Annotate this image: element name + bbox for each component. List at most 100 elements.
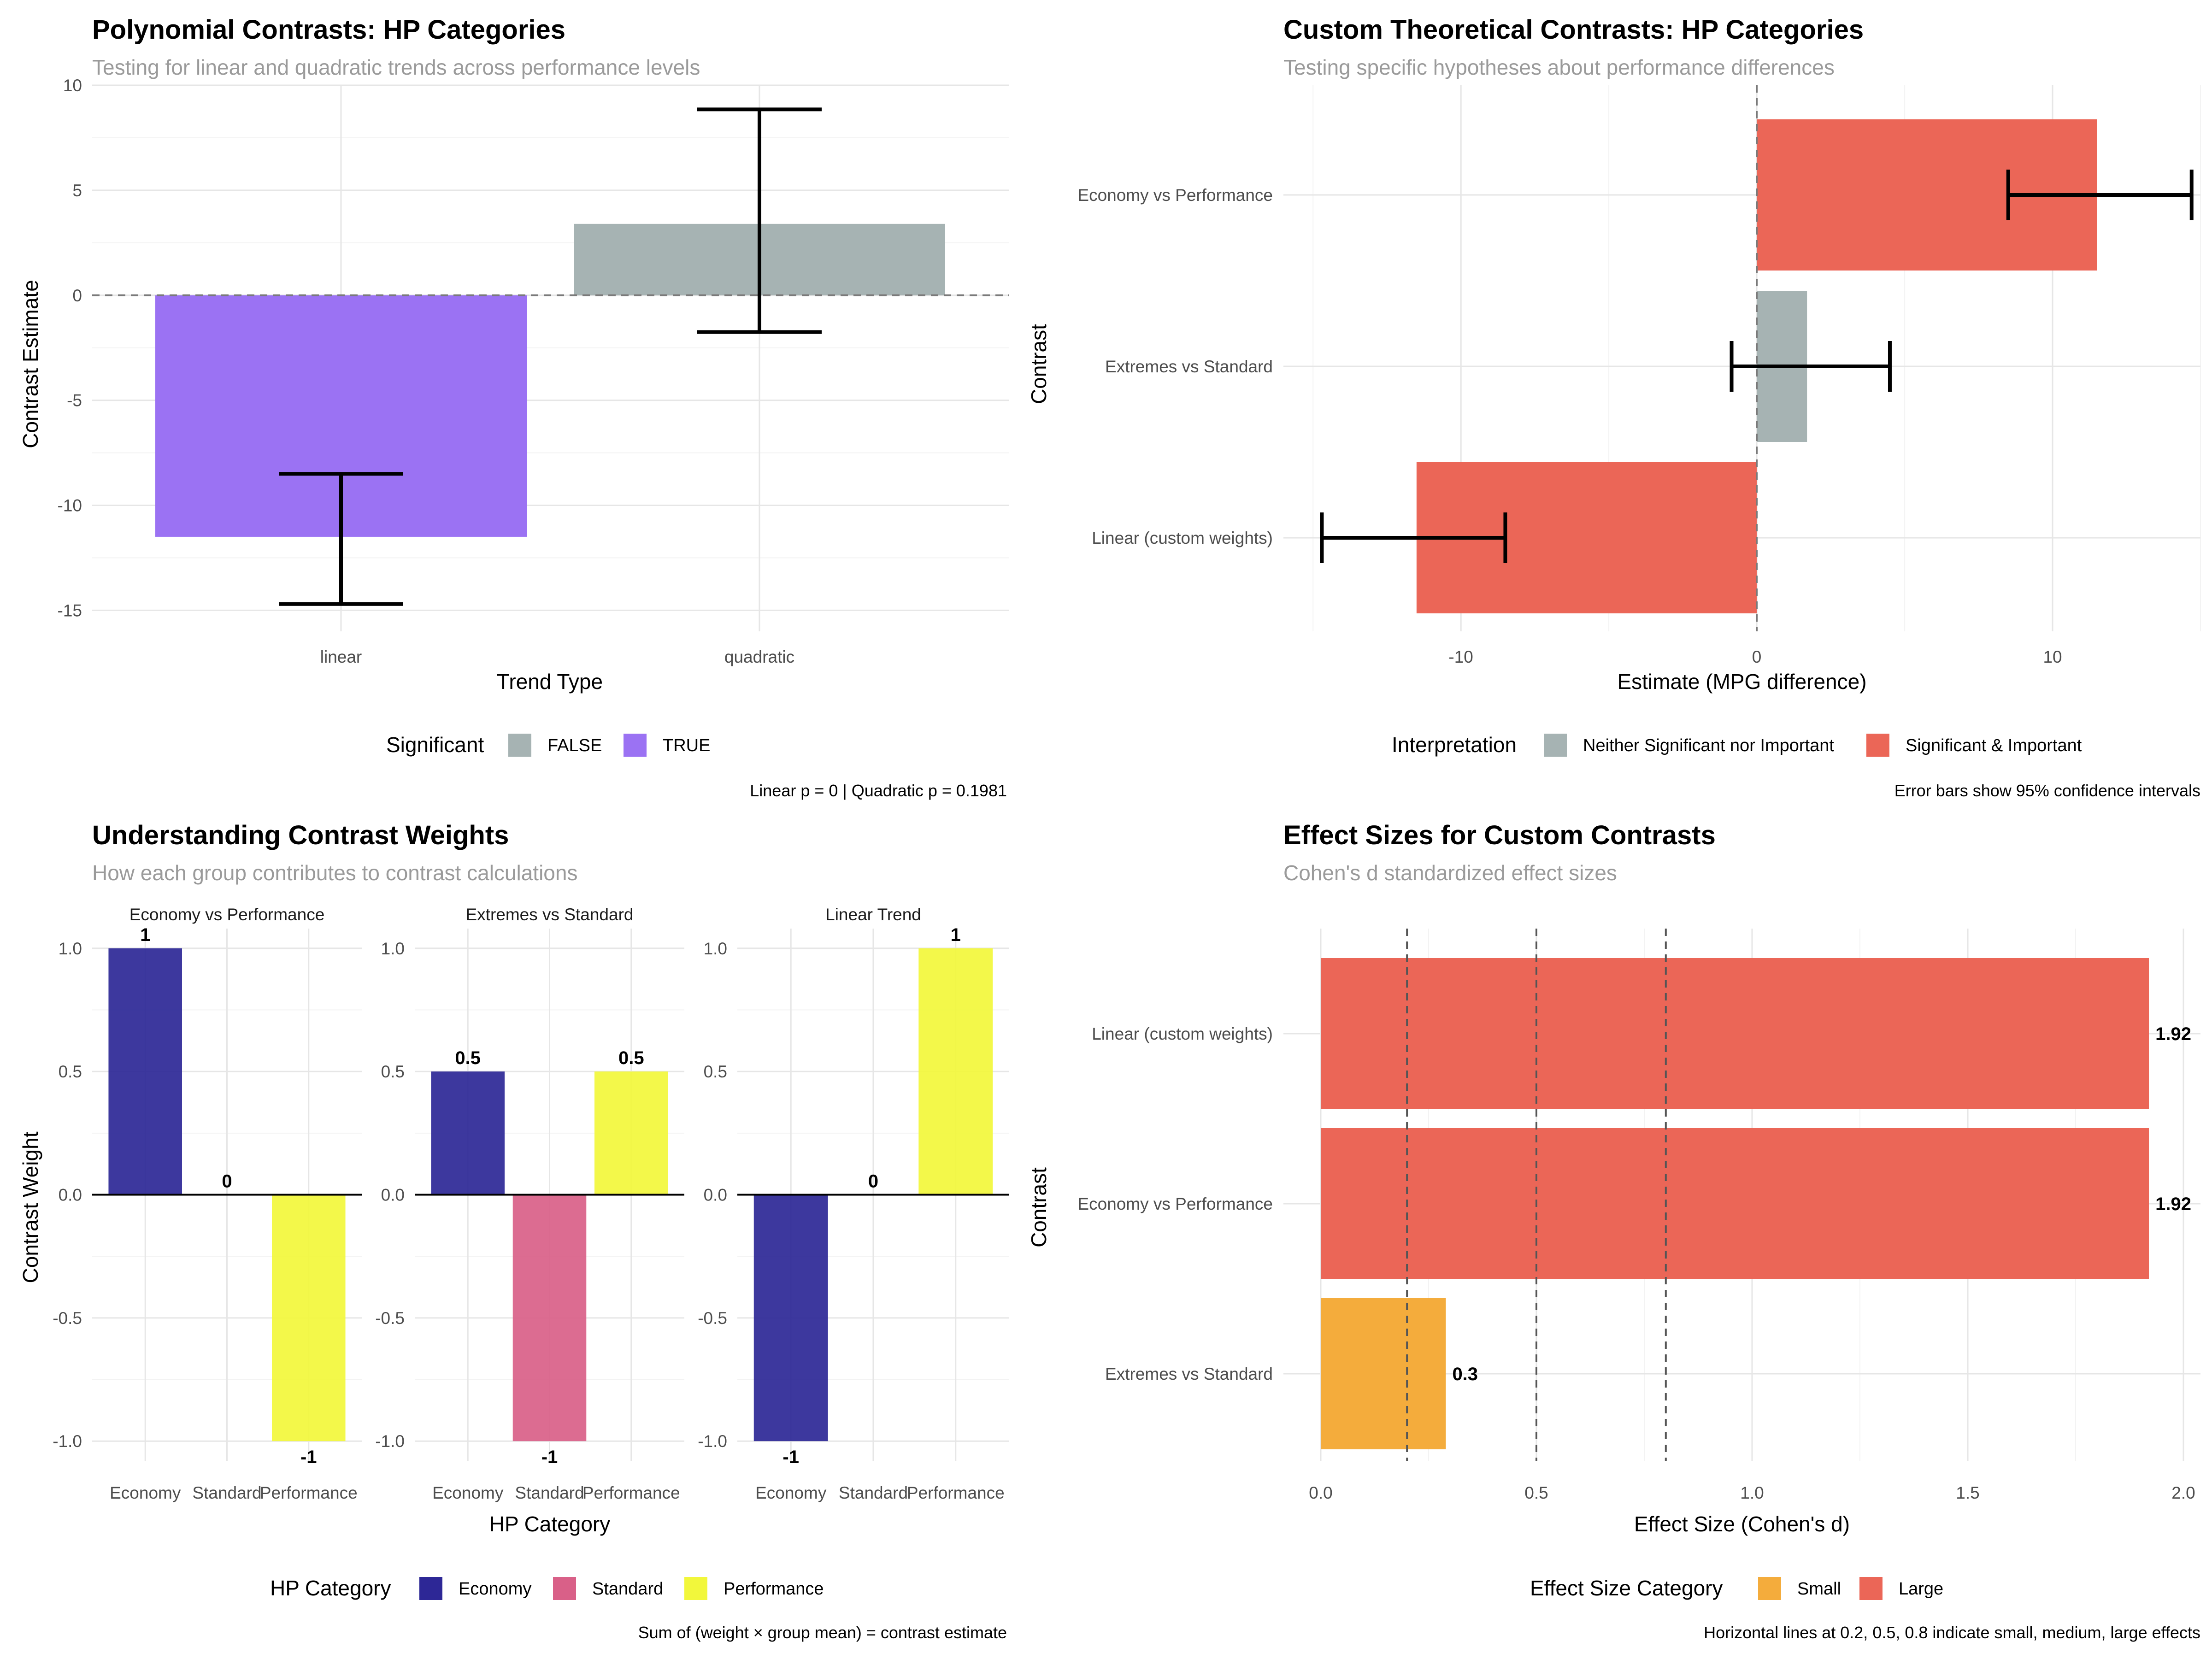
- weights-bar-economy: [431, 1071, 505, 1195]
- poly-legend-key-true: [624, 734, 647, 757]
- custom-ytick-label: Extremes vs Standard: [1105, 357, 1273, 376]
- poly-caption: Linear p = 0 | Quadratic p = 0.1981: [750, 781, 1007, 800]
- effect-legend-title: Effect Size Category: [1530, 1576, 1723, 1600]
- custom-xtick-label: 10: [2043, 647, 2062, 666]
- weights-legend-label-standard: Standard: [592, 1579, 663, 1599]
- effect-xtick-label: 0.0: [1309, 1483, 1332, 1502]
- weights-value-label: 0: [868, 1171, 878, 1192]
- weights-ytick-label: -0.5: [698, 1309, 727, 1328]
- effect-value-label: 1.92: [2155, 1194, 2191, 1214]
- weights-value-label: 0.5: [455, 1048, 481, 1068]
- weights-bar-economy: [753, 1194, 828, 1441]
- effect-ytick-label: Extremes vs Standard: [1105, 1365, 1273, 1383]
- weights-subtitle: How each group contributes to contrast c…: [92, 861, 577, 885]
- effect-xtick-label: 1.0: [1740, 1483, 1764, 1502]
- effect-xtick-label: 1.5: [1956, 1483, 1979, 1502]
- weights-ytick-label: -1.0: [698, 1432, 727, 1451]
- effect-xlabel: Effect Size (Cohen's d): [1634, 1512, 1850, 1536]
- custom-caption: Error bars show 95% confidence intervals: [1894, 781, 2200, 800]
- weights-xtick-label: Standard: [192, 1483, 261, 1502]
- weights-value-label: -1: [300, 1447, 317, 1467]
- weights-ytick-label: 0.5: [381, 1062, 405, 1081]
- poly-subtitle: Testing for linear and quadratic trends …: [92, 55, 700, 79]
- weights-value-label: -1: [541, 1447, 558, 1467]
- effect-bar: [1321, 1128, 2149, 1279]
- weights-ytick-label: 0.0: [704, 1186, 727, 1205]
- custom-ylabel: Contrast: [1027, 324, 1051, 404]
- custom-ytick-label: Linear (custom weights): [1092, 529, 1273, 547]
- weights-xtick-label: Standard: [839, 1483, 908, 1502]
- weights-legend-key-performance: [684, 1577, 707, 1600]
- weights-value-label: 1: [140, 925, 150, 945]
- effect-plot-area: 0.0 0.5 1.0 1.5 2.0 1.92 Linear (custom weight…: [1077, 929, 2200, 1502]
- weights-xlabel: HP Category: [489, 1512, 611, 1536]
- custom-legend-key-neither: [1544, 734, 1567, 757]
- poly-ytick-label: 10: [63, 76, 82, 95]
- weights-ytick-label: -1.0: [375, 1432, 405, 1451]
- weights-legend-key-economy: [419, 1577, 442, 1600]
- custom-ytick-label: Economy vs Performance: [1077, 186, 1273, 205]
- weights-ytick-label: -1.0: [53, 1432, 82, 1451]
- weights-plot-area: Economy vs Performance1.00.50.0-0.5-1.01…: [53, 905, 1009, 1502]
- weights-ytick-label: 1.0: [59, 939, 82, 958]
- effect-bar: [1321, 958, 2149, 1109]
- weights-ytick-label: 0.5: [59, 1062, 82, 1081]
- weights-facet-strip: Extremes vs Standard: [466, 905, 634, 924]
- poly-title: Polynomial Contrasts: HP Categories: [92, 15, 565, 45]
- weights-bar-performance: [918, 948, 993, 1195]
- weights-ytick-label: 1.0: [381, 939, 405, 958]
- weights-value-label: 0: [222, 1171, 232, 1192]
- effect-caption: Horizontal lines at 0.2, 0.5, 0.8 indica…: [1704, 1623, 2200, 1642]
- poly-legend-title: Significant: [386, 733, 484, 757]
- weights-title: Understanding Contrast Weights: [92, 820, 509, 850]
- weights-xtick-label: Performance: [260, 1483, 358, 1502]
- weights-bar-economy: [108, 948, 182, 1195]
- weights-ytick-label: -0.5: [53, 1309, 82, 1328]
- poly-xtick-label: quadratic: [724, 647, 794, 666]
- effect-ytick-label: Economy vs Performance: [1077, 1194, 1273, 1213]
- weights-bar-performance: [272, 1194, 346, 1441]
- weights-ytick-label: 1.0: [704, 939, 727, 958]
- custom-xtick-label: -10: [1448, 647, 1473, 666]
- effect-xtick-label: 0.5: [1524, 1483, 1548, 1502]
- weights-ylabel: Contrast Weight: [18, 1131, 42, 1283]
- poly-plot-area: 10 5 0 -5 -10 -15 linear quadratic: [58, 76, 1009, 666]
- weights-value-label: 0.5: [618, 1048, 644, 1068]
- weights-ytick-label: 0.0: [59, 1186, 82, 1205]
- poly-legend-key-false: [508, 734, 531, 757]
- poly-ytick-label: -15: [58, 601, 82, 620]
- effect-value-label: 0.3: [1452, 1364, 1478, 1384]
- effect-legend-key-small: [1758, 1577, 1781, 1600]
- weights-xtick-label: Performance: [907, 1483, 1005, 1502]
- custom-legend-key-significant: [1866, 734, 1889, 757]
- effect-bar: [1321, 1298, 1446, 1449]
- weights-xtick-label: Standard: [515, 1483, 584, 1502]
- custom-title: Custom Theoretical Contrasts: HP Categor…: [1283, 15, 1864, 45]
- effect-subtitle: Cohen's d standardized effect sizes: [1283, 861, 1617, 885]
- weights-bar-performance: [594, 1071, 668, 1195]
- poly-ylabel: Contrast Estimate: [18, 280, 42, 448]
- poly-legend-label-false: FALSE: [547, 736, 602, 755]
- effect-value-label: 1.92: [2155, 1024, 2191, 1044]
- custom-legend-label-neither: Neither Significant nor Important: [1583, 736, 1834, 755]
- weights-bar-standard: [512, 1194, 587, 1441]
- custom-xlabel: Estimate (MPG difference): [1617, 670, 1866, 694]
- poly-ytick-label: 5: [72, 181, 82, 200]
- weights-facet-strip: Linear Trend: [825, 905, 921, 924]
- poly-ytick-label: -10: [58, 496, 82, 515]
- effect-ytick-label: Linear (custom weights): [1092, 1024, 1273, 1043]
- effect-title: Effect Sizes for Custom Contrasts: [1283, 820, 1716, 850]
- poly-ytick-label: 0: [72, 286, 82, 305]
- effect-xtick-label: 2.0: [2171, 1483, 2195, 1502]
- effect-legend-label-large: Large: [1899, 1579, 1943, 1599]
- weights-legend-title: HP Category: [270, 1576, 391, 1600]
- weights-xtick-label: Economy: [110, 1483, 181, 1502]
- weights-legend-label-performance: Performance: [724, 1579, 824, 1599]
- effect-ylabel: Contrast: [1027, 1167, 1051, 1247]
- poly-xtick-label: linear: [320, 647, 362, 666]
- poly-ytick-label: -5: [67, 391, 82, 410]
- custom-xtick-label: 0: [1752, 647, 1762, 666]
- custom-legend-title: Interpretation: [1392, 733, 1517, 757]
